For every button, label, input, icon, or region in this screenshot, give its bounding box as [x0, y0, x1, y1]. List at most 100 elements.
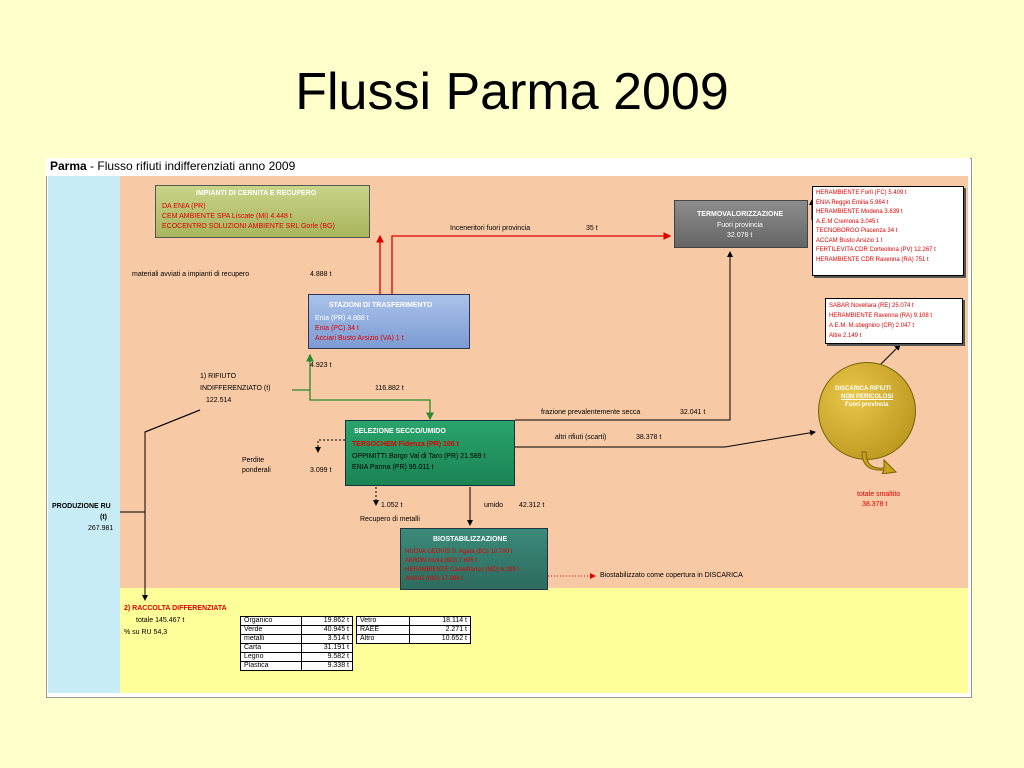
termo-destination-item: ENIA Reggio Emilia 5.964 t — [816, 199, 889, 206]
label-perdite-value: 3.099 t — [310, 467, 332, 474]
discarica-line-2: NON PERICOLOSI — [841, 394, 894, 400]
label-inceneritori: Inceneritori fuori provincia — [450, 225, 531, 232]
discarica-destination-item: HERAMBIENTE Ravenna (RA) 9.108 t — [829, 313, 933, 319]
label-rifiuto-1: 1) RIFIUTO — [200, 373, 237, 380]
label-biostab-copertura: Biostabilizzato come copertura in DISCAR… — [600, 572, 743, 579]
biostab-line-2: AKRON Imola (BO) 7.605 t — [405, 558, 478, 564]
termovalorizzazione-box: TERMOVALORIZZAZIONE Fuori provincia 32.0… — [674, 200, 808, 248]
label-perdite-1: Perdite — [242, 457, 265, 464]
table-cell: 31.191 t — [301, 643, 353, 653]
label-totale-smaltito-value: 38.378 t — [862, 501, 888, 508]
label-recupero: Recupero di metalli — [360, 516, 420, 523]
stazioni-title: STAZIONI DI TRASFERIMENTO — [329, 302, 433, 309]
selezione-line-3: ENIA Parma (PR) 95.011 t — [352, 464, 434, 471]
label-raccolta-percent: % su RU 54,3 — [124, 629, 168, 636]
connector-discarica-list — [879, 344, 901, 366]
termo-destination-item: HERAMBIENTE CDR Ravenna (RA) 751 t — [816, 256, 929, 263]
biostab-line-3: HERAMBIENTE Castelfranco (MO) 6.299 t — [405, 567, 520, 573]
label-umido-value: 42.312 t — [519, 502, 545, 509]
biostab-line-4: AIMAG (MO) 17.686 t — [405, 576, 464, 582]
biostab-title: BIOSTABILIZZAZIONE — [433, 536, 508, 543]
label-rifiuto-3: 122.514 — [206, 397, 232, 404]
table-cell: Altro — [356, 634, 410, 644]
arrow-perdite — [315, 439, 345, 453]
table-cell: 19.862 t — [301, 616, 353, 626]
label-stazioni-value: 4.923 t — [310, 362, 332, 369]
table-cell: Legno — [240, 652, 302, 662]
termo-destination-item: A.E.M Cremona 3.045 t — [816, 218, 879, 225]
selezione-line-1: TERSOCHEM Fidenza (PR) 100 t — [352, 441, 459, 448]
arrow-rifiuto-selezione — [309, 390, 434, 421]
label-frazione-value: 32.041 t — [680, 409, 706, 416]
cernita-line-2: CEM AMBIENTE SPA Liscate (MI) 4.448 t — [162, 213, 292, 220]
discarica-circle: DISCARICA RIFIUTI NON PERICOLOSI Fuori p… — [818, 362, 916, 460]
discarica-line-1: DISCARICA RIFIUTI — [835, 386, 891, 392]
arrow-selezione-discarica — [515, 429, 816, 448]
selezione-box: SELEZIONE SECCO/UMIDO TERSOCHEM Fidenza … — [345, 420, 515, 486]
discarica-destinations-list: SABAR Novellara (RE) 25.074 t HERAMBIENT… — [825, 298, 963, 344]
table-cell: metalli — [240, 634, 302, 644]
label-frazione: frazione prevalentemente secca — [541, 409, 641, 416]
table-cell: 9.582 t — [301, 652, 353, 662]
label-produzione-2: (t) — [100, 514, 107, 521]
table-cell: Plastica — [240, 661, 302, 671]
label-materiali-value: 4.888 t — [310, 271, 332, 278]
table-cell: 9.338 t — [301, 661, 353, 671]
discarica-line-3: Fuori provincia — [845, 402, 889, 408]
discarica-hook-icon — [860, 446, 900, 474]
table-cell: 3.514 t — [301, 634, 353, 644]
label-recupero-value: 1.052 t — [381, 502, 403, 509]
label-produzione-3: 267.981 — [88, 525, 114, 532]
stazioni-line-2: Enia (PC) 34 t — [315, 325, 359, 332]
table-cell: RAEE — [356, 625, 410, 635]
production-column — [48, 176, 120, 693]
cernita-box: IMPIANTI DI CERNITA E RECUPERO DA ENIA (… — [155, 185, 370, 238]
table-cell: 10.652 t — [409, 634, 471, 644]
table-cell: 40.945 t — [301, 625, 353, 635]
arrow-selezione-termo — [515, 251, 733, 421]
termo-destination-item: HERAMBIENTE Modena 3.639 t — [816, 209, 903, 215]
label-raccolta-totale: totale 145.467 t — [136, 617, 185, 624]
biostab-line-1: NUOVA GEOVIS S. Agata (BO) 10.790 t — [405, 549, 513, 555]
label-altri-value: 38.378 t — [636, 434, 662, 441]
label-materiali: materiali avviati a impianti di recupero — [132, 271, 250, 278]
label-raccolta: 2) RACCOLTA DIFFERENZIATA — [124, 605, 227, 612]
table-cell: Vetro — [356, 616, 410, 626]
label-flow-selezione: 116.882 t — [375, 385, 404, 392]
table-cell: 2.271 t — [409, 625, 471, 635]
label-umido: umido — [484, 502, 504, 509]
stazioni-box: STAZIONI DI TRASFERIMENTO Enia (PR) 4.88… — [308, 294, 470, 349]
discarica-destination-item: SABAR Novellara (RE) 25.074 t — [829, 303, 914, 309]
cernita-title: IMPIANTI DI CERNITA E RECUPERO — [196, 190, 317, 197]
termo-destination-item: HERAMBIENTE Forlì (FC) 5.409 t — [816, 190, 907, 196]
table-cell: 18.114 t — [409, 616, 471, 626]
termo-destination-item: FERTILEVITA CDR Corteolona (PV) 12.267 t — [816, 247, 936, 253]
slide-title: Flussi Parma 2009 — [295, 63, 729, 121]
selezione-line-2: OPPIMITTI Borgo Val di Taro (PR) 21.589 … — [352, 453, 486, 460]
discarica-destination-item: Altre 2.149 t — [829, 333, 862, 339]
cernita-line-1: DA ENIA (PR) — [162, 203, 206, 210]
selezione-title: SELEZIONE SECCO/UMIDO — [354, 428, 446, 435]
label-rifiuto-2: INDIFFERENZIATO (t) — [200, 385, 271, 392]
stazioni-line-3: Acciari Busto Arsizio (VA) 1 t — [315, 335, 404, 342]
table-cell: Verde — [240, 625, 302, 635]
termo-destination-item: ACCAM Busto Arsizio 1 t — [816, 237, 883, 244]
termo-destination-item: TECNOBORGO Piacenza 34 t — [816, 228, 898, 234]
panel-header-bold: Parma — [50, 159, 87, 173]
panel-header: Parma - Flusso rifiuti indifferenziati a… — [46, 158, 970, 176]
termo-title: TERMOVALORIZZAZIONE — [697, 211, 784, 218]
discarica-destination-item: A.E.M. M.sbegnino (CR) 2.047 t — [829, 323, 915, 329]
biostabilizzazione-box: BIOSTABILIZZAZIONE NUOVA GEOVIS S. Agata… — [400, 528, 548, 590]
label-produzione-1: PRODUZIONE RU — [52, 503, 111, 510]
label-inceneritori-value: 35 t — [586, 225, 598, 232]
